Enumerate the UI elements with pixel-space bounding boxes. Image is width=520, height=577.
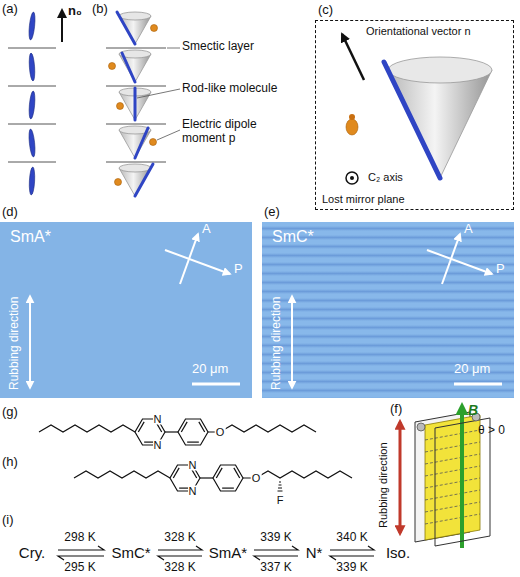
- axis-label: C₂ axis: [368, 171, 403, 184]
- panel-label: (i): [2, 513, 14, 528]
- analyzer-label: A: [464, 222, 473, 237]
- plane-label: Lost mirror plane: [322, 193, 405, 206]
- temperature: 295 K: [64, 561, 95, 575]
- atom-label: N: [153, 440, 163, 451]
- panel-label: (c): [318, 3, 333, 18]
- panel-label: (g): [2, 405, 18, 420]
- phase-name: Iso.: [386, 544, 410, 561]
- micrograph-panel: SmC* A P Rubbing direction 20 μm: [262, 222, 514, 398]
- scale-label: 20 μm: [192, 362, 228, 377]
- callout-text: Electric dipole moment p: [182, 118, 300, 146]
- phase-name: SmA*: [209, 544, 247, 561]
- angle-label: θ > 0: [478, 424, 505, 438]
- chemical-structure: [39, 419, 316, 445]
- temperature: 339 K: [336, 561, 367, 575]
- callout-text: Rod-like molecule: [182, 82, 277, 96]
- temperature: 328 K: [164, 561, 195, 575]
- direction-label: Rubbing direction: [377, 442, 390, 528]
- panel-label: (a): [2, 2, 18, 17]
- panel-label: (d): [2, 205, 18, 220]
- phase-name: SmC*: [272, 228, 314, 246]
- polarizer-label: P: [496, 262, 505, 277]
- direction-label: Rubbing direction: [270, 297, 284, 390]
- vector-label: Orientational vector n: [366, 25, 471, 38]
- cone-symmetry-sketch: [342, 34, 492, 184]
- direction-label: Rubbing direction: [8, 297, 22, 390]
- temperature: 340 K: [336, 531, 367, 545]
- panel-label: (h): [2, 455, 18, 470]
- atom-label: N: [188, 460, 198, 471]
- scale-label: 20 μm: [454, 362, 490, 377]
- lc-cell-sketch: [400, 406, 490, 548]
- atom-label: F: [276, 495, 285, 506]
- temperature: 298 K: [64, 531, 95, 545]
- atom-label: N: [153, 414, 163, 425]
- panel-label: (b): [92, 2, 108, 17]
- atom-label: O: [215, 427, 226, 438]
- temperature: 328 K: [164, 531, 195, 545]
- phase-name: Cry.: [19, 544, 45, 561]
- micrograph-panel: SmA* A P Rubbing direction 20 μm: [0, 222, 252, 398]
- panel-label: (f): [390, 402, 402, 417]
- phase-name: N*: [306, 544, 323, 561]
- callout-text: Smectic layer: [182, 40, 254, 54]
- chemical-structure: [74, 465, 352, 491]
- atom-label: O: [251, 473, 262, 484]
- analyzer-label: A: [202, 222, 211, 237]
- panel-label: (e): [264, 205, 280, 220]
- temperature: 337 K: [260, 561, 291, 575]
- phase-name: SmC*: [111, 544, 150, 561]
- vector-label: n₀: [68, 4, 82, 19]
- smectic-a-sketch: [8, 10, 62, 195]
- phase-name: SmA*: [10, 228, 51, 246]
- temperature: 339 K: [260, 531, 291, 545]
- smectic-c-cones: [106, 12, 180, 196]
- polarizer-label: P: [234, 262, 243, 277]
- field-label: B: [468, 402, 478, 418]
- schematic-box: Orientational vector n C₂ axisLost mirror…: [315, 20, 514, 210]
- atom-label: N: [188, 486, 198, 497]
